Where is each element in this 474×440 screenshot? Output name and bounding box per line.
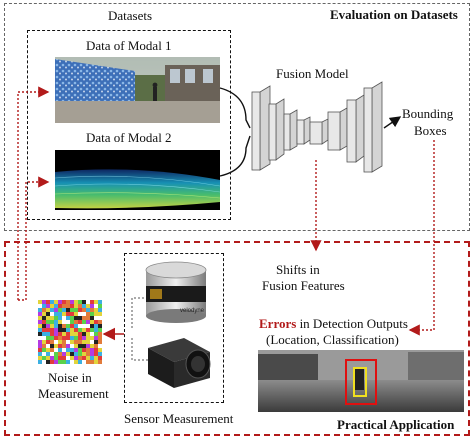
noise-to-modal2-arrow	[25, 176, 50, 300]
fusion-to-output-arrow	[383, 116, 402, 129]
sensor-measurement-label: Sensor Measurement	[124, 411, 234, 426]
lidar-brand: velodyne	[180, 308, 205, 314]
modal2-lidar-image	[55, 150, 220, 210]
evaluation-title: Evaluation on Datasets	[330, 7, 458, 22]
shifts-label-line1: Shifts in	[276, 262, 320, 277]
modal2-to-fusion-arrow	[219, 135, 251, 177]
noise-to-modal1-arrow	[17, 86, 50, 300]
fusion-model-label: Fusion Model	[276, 66, 349, 81]
sensor-measurement-box	[124, 253, 224, 403]
errors-label: Errors in Detection Outputs	[259, 316, 408, 332]
practical-application-panel	[4, 241, 470, 436]
noise-label-line1: Noise in	[48, 370, 92, 385]
bounding-label-line1: Bounding	[402, 106, 454, 121]
errors-rest: in Detection Outputs	[296, 316, 408, 331]
evaluation-panel	[4, 3, 470, 231]
modal1-to-fusion-arrow	[219, 87, 251, 129]
output-to-errors-arrow	[408, 140, 435, 336]
errors-label-line2: (Location, Classification)	[266, 332, 399, 347]
bounding-label-line2: Boxes	[414, 123, 447, 138]
lidar-sensor-image: velodyne	[140, 260, 212, 324]
datasets-box	[27, 30, 231, 220]
modal2-label: Data of Modal 2	[86, 130, 172, 145]
practical-application-title: Practical Application	[337, 417, 455, 432]
noise-image	[38, 300, 102, 364]
datasets-label: Datasets	[108, 8, 153, 23]
detection-box-highlight	[353, 367, 367, 397]
errors-word: Errors	[259, 316, 297, 331]
shifts-label-line2: Fusion Features	[262, 278, 345, 293]
detection-box-error	[345, 359, 377, 405]
detection-output-image	[258, 350, 464, 412]
modal1-label: Data of Modal 1	[86, 38, 172, 53]
fusion-model-icon	[251, 81, 383, 173]
camera-sensor-image	[140, 330, 218, 394]
noise-label-line2: Measurement	[38, 386, 109, 401]
modal1-camera-image	[55, 57, 220, 123]
